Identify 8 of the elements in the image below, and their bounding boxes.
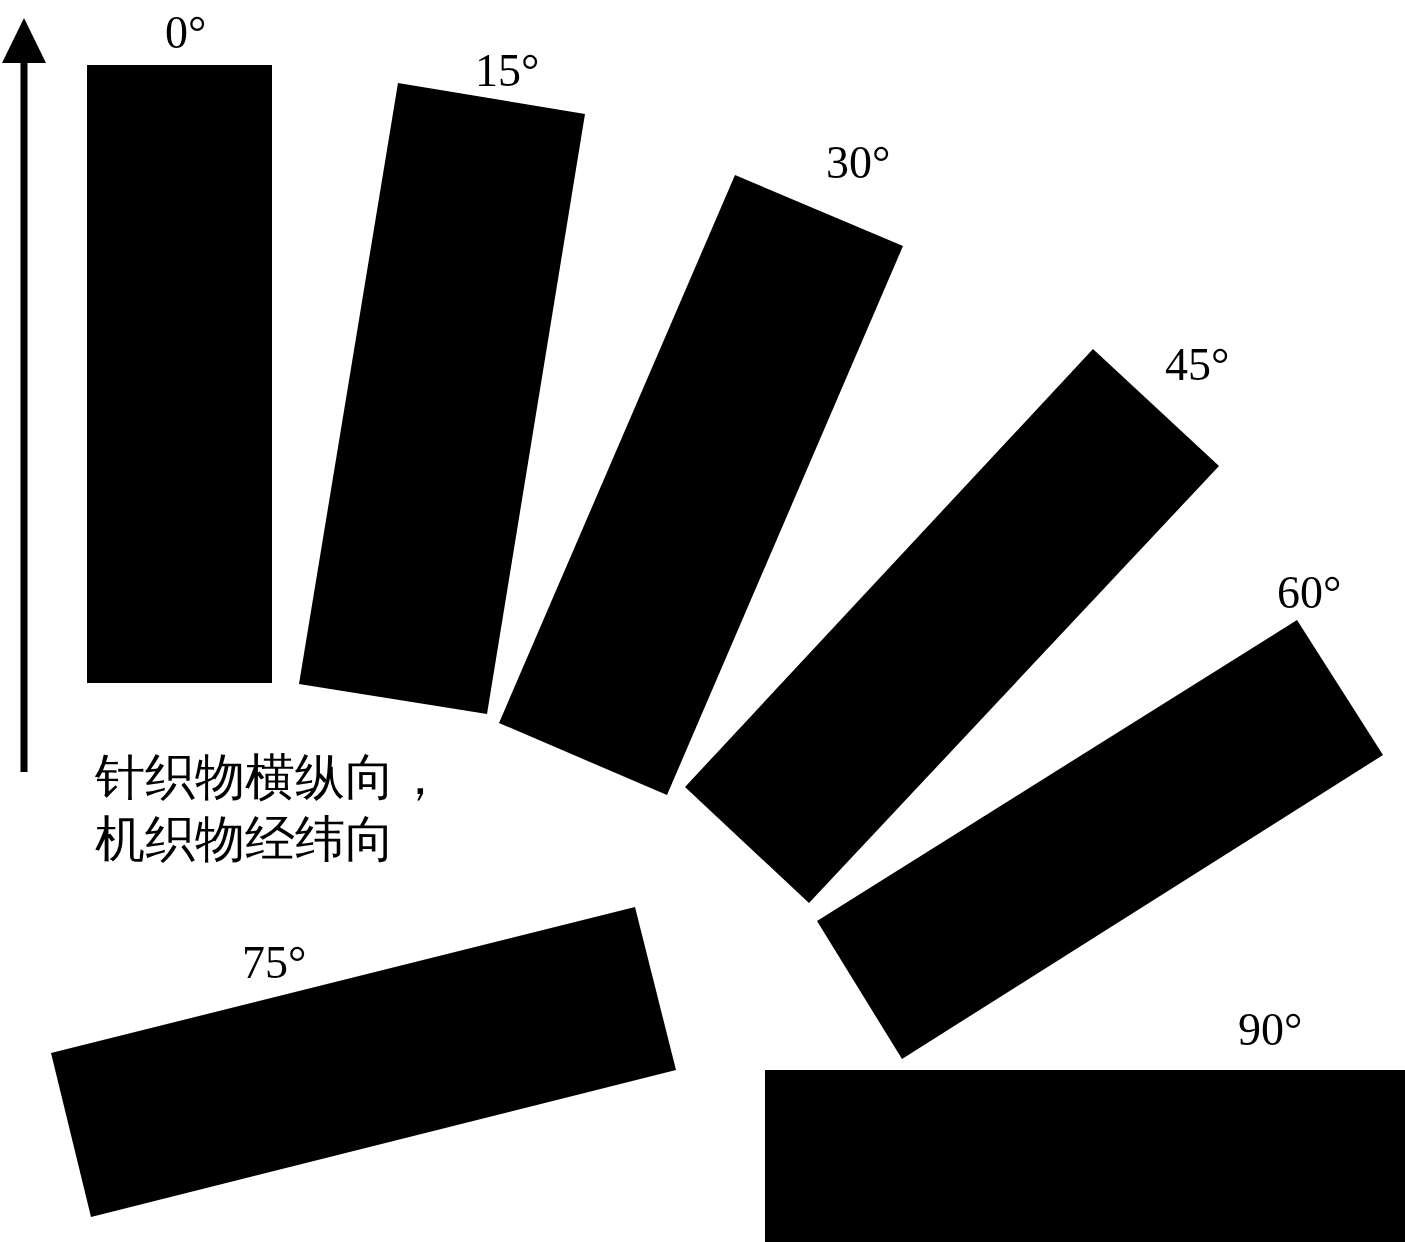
angle-label: 45° (1165, 340, 1230, 390)
angle-label: 75° (242, 938, 307, 988)
angle-label: 90° (1238, 1005, 1303, 1055)
angle-label: 30° (826, 138, 891, 188)
angle-label: 0° (165, 8, 207, 58)
angle-label: 15° (475, 46, 540, 96)
angle-label: 60° (1277, 568, 1342, 618)
direction-note: 针织物横纵向，机织物经纬向 (95, 747, 446, 870)
